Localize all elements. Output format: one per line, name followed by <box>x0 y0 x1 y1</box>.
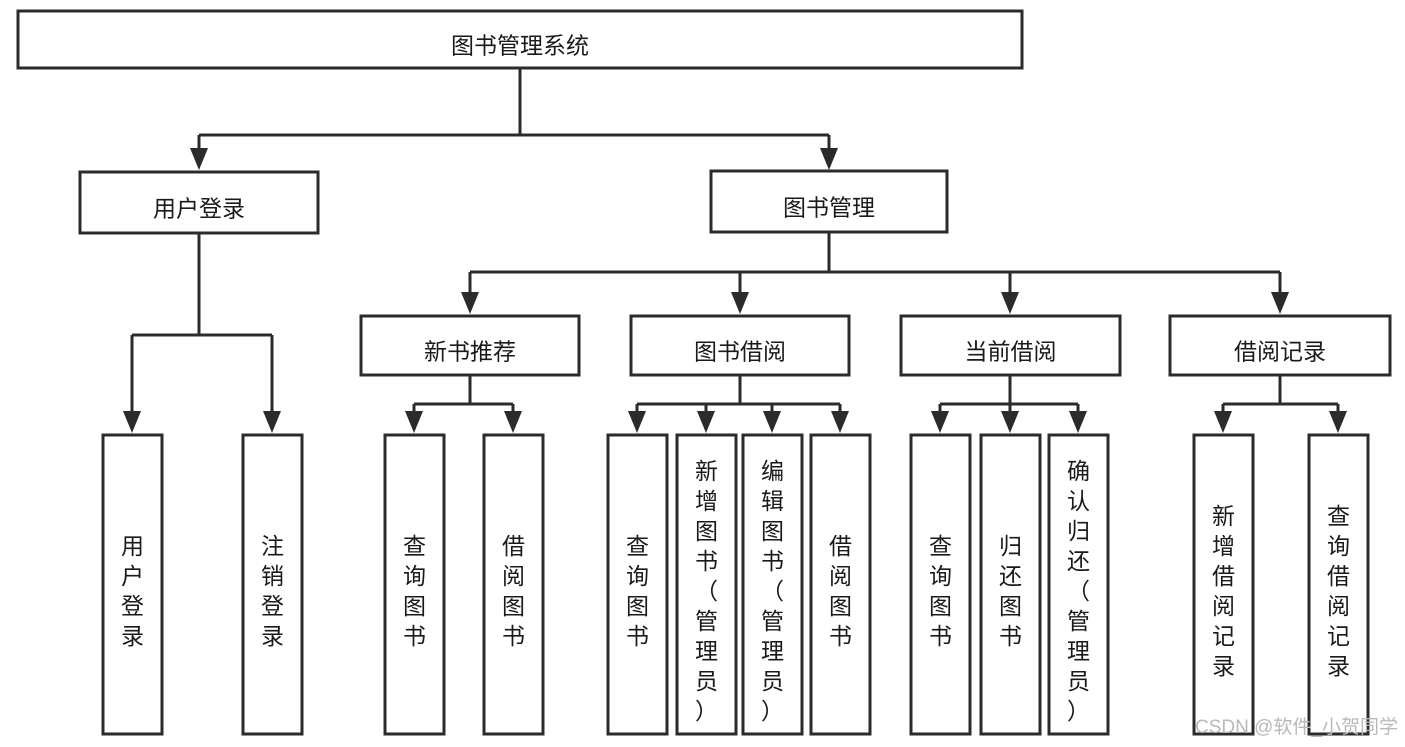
node-label: 查询图书 <box>626 533 649 649</box>
node-box[interactable] <box>1047 433 1110 736</box>
node-label: 归还图书 <box>999 533 1022 649</box>
node-label: 查询借阅记录 <box>1327 503 1350 679</box>
arrow-head-icon <box>820 148 838 170</box>
level3-node-new-book-recommend[interactable]: 新书推荐 <box>359 314 581 377</box>
csdn-watermark: CSDN @软件_小贺同学 <box>1195 716 1398 738</box>
node-label: 当前借阅 <box>965 339 1057 365</box>
arrow-head-icon <box>1001 292 1019 314</box>
node-label: 图书借阅 <box>694 339 786 365</box>
level3-node-current-borrow[interactable]: 当前借阅 <box>899 314 1122 377</box>
leaf-node-leaf-query-book-1[interactable]: 查询图书 <box>383 433 446 736</box>
leaf-node-leaf-borrow-book-1[interactable]: 借阅图书 <box>482 433 545 736</box>
connector-conn-newbook-children <box>405 375 522 433</box>
node-box[interactable] <box>675 433 738 736</box>
level2-node-book-manage[interactable]: 图书管理 <box>709 169 949 234</box>
node-box[interactable] <box>1168 314 1392 377</box>
leaf-node-leaf-user-login[interactable]: 用户登录 <box>101 433 164 736</box>
node-label: 编辑图书（管理员） <box>761 458 784 724</box>
level3-node-book-borrow[interactable]: 图书借阅 <box>629 314 851 377</box>
node-label: 借阅图书 <box>502 533 525 649</box>
node-box[interactable] <box>1307 433 1370 736</box>
node-label: 注销登录 <box>261 533 284 649</box>
node-box[interactable] <box>979 433 1042 736</box>
connector-conn-userlogin-children <box>123 233 281 433</box>
arrow-head-icon <box>263 411 281 433</box>
node-box[interactable] <box>383 433 446 736</box>
arrow-head-icon <box>731 292 749 314</box>
connector-conn-bookborrow-children <box>628 375 849 433</box>
arrow-head-icon <box>1214 411 1232 433</box>
leaf-node-leaf-confirm-return[interactable]: 确认归还（管理员） <box>1047 433 1110 736</box>
leaf-node-leaf-borrow-book-2[interactable]: 借阅图书 <box>809 433 872 736</box>
node-label: 用户登录 <box>153 196 245 222</box>
level3-node-borrow-record[interactable]: 借阅记录 <box>1168 314 1392 377</box>
arrow-head-icon <box>1001 411 1019 433</box>
node-box[interactable] <box>709 169 949 234</box>
arrow-head-icon <box>697 411 715 433</box>
node-label: 查询图书 <box>403 533 426 649</box>
arrow-head-icon <box>1329 411 1347 433</box>
node-label: 用户登录 <box>121 533 144 649</box>
connector-conn-currentborrow-children <box>931 375 1087 433</box>
node-box[interactable] <box>909 433 972 736</box>
arrow-head-icon <box>831 411 849 433</box>
node-box[interactable] <box>606 433 669 736</box>
leaf-node-leaf-return-book[interactable]: 归还图书 <box>979 433 1042 736</box>
arrow-head-icon <box>123 411 141 433</box>
node-label: 图书管理系统 <box>451 33 589 59</box>
level2-node-user-login[interactable]: 用户登录 <box>78 170 320 235</box>
connector-conn-root-children <box>190 68 838 170</box>
node-box[interactable] <box>78 170 320 235</box>
connector-layer <box>123 68 1347 433</box>
node-box[interactable] <box>16 9 1024 70</box>
node-label: 新增借阅记录 <box>1212 503 1235 679</box>
leaf-node-leaf-add-record[interactable]: 新增借阅记录 <box>1192 433 1255 736</box>
root-node-root[interactable]: 图书管理系统 <box>16 9 1024 70</box>
connector-conn-borrowrecord-children <box>1214 375 1347 433</box>
node-label: 查询图书 <box>929 533 952 649</box>
node-label: 确认归还（管理员） <box>1067 458 1090 724</box>
arrow-head-icon <box>1069 411 1087 433</box>
node-label: 借阅图书 <box>829 533 852 649</box>
node-label: 借阅记录 <box>1234 339 1326 365</box>
arrow-head-icon <box>931 411 949 433</box>
node-box[interactable] <box>809 433 872 736</box>
node-box[interactable] <box>241 433 304 736</box>
leaf-node-leaf-logout[interactable]: 注销登录 <box>241 433 304 736</box>
node-box[interactable] <box>101 433 164 736</box>
arrow-head-icon <box>1271 292 1289 314</box>
leaf-node-leaf-add-book[interactable]: 新增图书（管理员） <box>675 433 738 736</box>
node-box[interactable] <box>1192 433 1255 736</box>
leaf-node-leaf-query-record[interactable]: 查询借阅记录 <box>1307 433 1370 736</box>
node-box[interactable] <box>741 433 804 736</box>
arrow-head-icon <box>190 148 208 170</box>
arrow-head-icon <box>405 411 423 433</box>
node-box[interactable] <box>359 314 581 377</box>
node-label: 新增图书（管理员） <box>695 458 718 724</box>
leaf-node-leaf-query-book-2[interactable]: 查询图书 <box>606 433 669 736</box>
arrow-head-icon <box>504 411 522 433</box>
leaf-node-leaf-query-book-3[interactable]: 查询图书 <box>909 433 972 736</box>
node-box[interactable] <box>899 314 1122 377</box>
node-label: 新书推荐 <box>424 339 516 365</box>
node-layer: 图书管理系统用户登录图书管理新书推荐图书借阅当前借阅借阅记录用户登录注销登录查询… <box>16 9 1392 736</box>
arrow-head-icon <box>461 292 479 314</box>
node-label: 图书管理 <box>783 195 875 221</box>
connector-conn-bookmanage-children <box>461 232 1289 314</box>
node-box[interactable] <box>629 314 851 377</box>
arrow-head-icon <box>628 411 646 433</box>
leaf-node-leaf-edit-book[interactable]: 编辑图书（管理员） <box>741 433 804 736</box>
node-box[interactable] <box>482 433 545 736</box>
arrow-head-icon <box>763 411 781 433</box>
